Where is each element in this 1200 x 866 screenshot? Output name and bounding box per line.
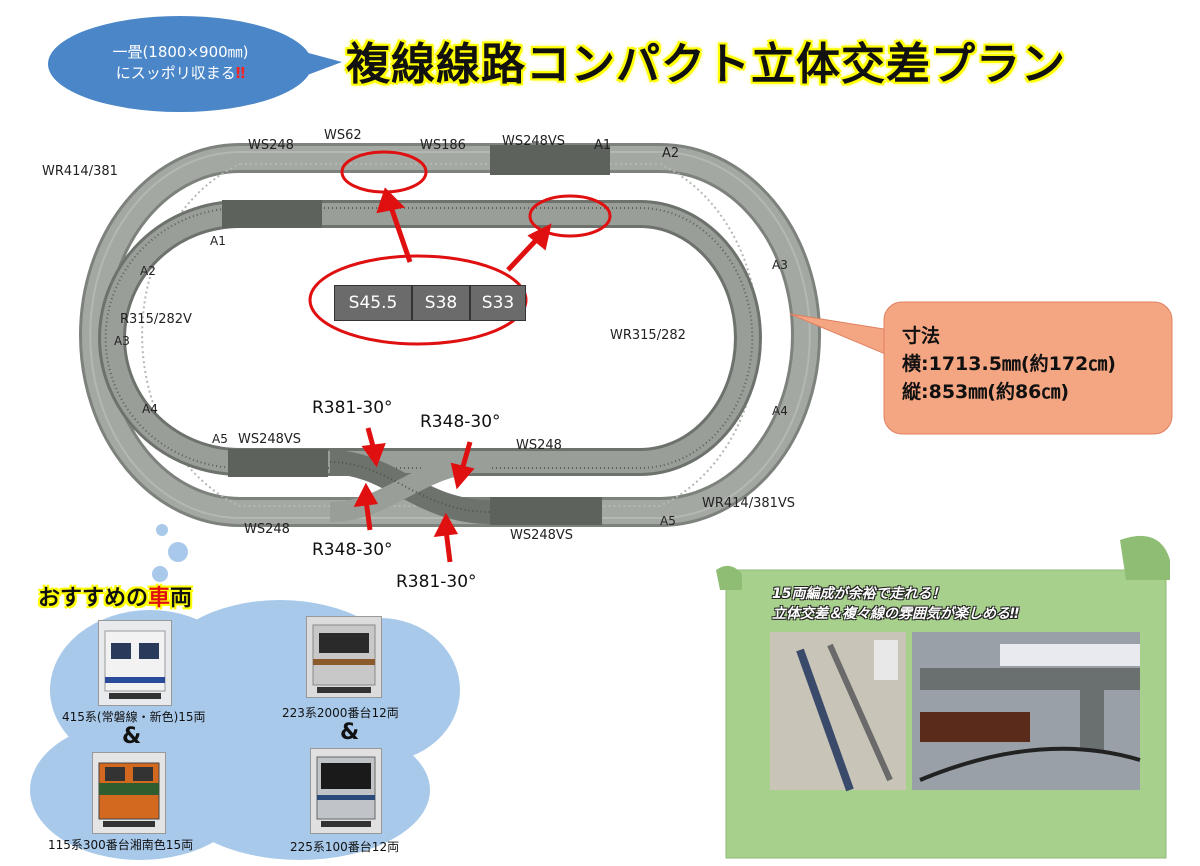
label-a4-left: A4 bbox=[142, 402, 158, 416]
train-415-image bbox=[98, 620, 172, 706]
label-ws186: WS186 bbox=[420, 138, 466, 153]
label-ws248-top: WS248 bbox=[248, 138, 294, 153]
viaduct-segments bbox=[222, 145, 610, 525]
label-a1-inner: A1 bbox=[210, 234, 226, 248]
recommend-title: おすすめの車両 bbox=[38, 580, 192, 612]
recommend-title-pre: おすすめの bbox=[38, 586, 149, 611]
label-a5-right: A5 bbox=[660, 514, 676, 528]
scroll-line1: 15両編成が余裕で走れる！ bbox=[772, 586, 946, 602]
piece-s38: S38 bbox=[412, 285, 470, 321]
label-a2-inner: A2 bbox=[140, 264, 156, 278]
recommend-title-post: 両 bbox=[170, 586, 193, 611]
train-223-image bbox=[306, 616, 382, 698]
ampersand-left: & bbox=[122, 724, 142, 749]
label-wr315-282: WR315/282 bbox=[610, 328, 686, 343]
recommend-title-red: 車 bbox=[148, 586, 171, 611]
crossover bbox=[329, 450, 491, 524]
label-r315-282v: R315/282V bbox=[120, 312, 192, 327]
piece-s33: S33 bbox=[470, 285, 526, 321]
photo-right bbox=[912, 632, 1141, 790]
curve-r381-upper: R381-30° bbox=[312, 398, 393, 418]
curve-r348-upper: R348-30° bbox=[420, 412, 501, 432]
label-ws248-bottom-right: WS248 bbox=[516, 438, 562, 453]
bubble-text: 一畳(1800×900㎜) にスッポリ収まる‼ bbox=[78, 42, 283, 84]
label-a1-top: A1 bbox=[594, 138, 612, 153]
dimensions-width: 横:1713.5㎜(約172㎝) bbox=[902, 353, 1116, 375]
train-caption-225: 225系100番台12両 bbox=[290, 840, 400, 854]
curve-r348-lower: R348-30° bbox=[312, 540, 393, 560]
label-a5-left: A5 bbox=[212, 432, 228, 446]
train-225-image bbox=[310, 748, 382, 834]
speech-bubble bbox=[48, 16, 342, 112]
scroll-line2: 立体交差＆複々線の雰囲気が楽しめる‼ bbox=[772, 606, 1019, 622]
highlight-arrows bbox=[376, 187, 552, 272]
label-ws62: WS62 bbox=[324, 128, 362, 143]
scroll-text: 15両編成が余裕で走れる！ 立体交差＆複々線の雰囲気が楽しめる‼ bbox=[772, 584, 1019, 624]
ampersand-right: & bbox=[340, 720, 360, 745]
label-ws248vs-bottom-right: WS248VS bbox=[510, 528, 574, 543]
bubble-line1: 一畳(1800×900㎜) bbox=[112, 43, 249, 61]
dimensions-depth: 縦:853㎜(約86㎝) bbox=[902, 381, 1070, 403]
label-a3-right: A3 bbox=[772, 258, 788, 272]
label-wr414-381vs: WR414/381VS bbox=[702, 496, 796, 511]
train-caption-415: 415系(常磐線・新色)15両 bbox=[62, 710, 206, 724]
train-caption-115: 115系300番台湘南色15両 bbox=[48, 838, 194, 852]
label-ws248vs-bottom-left: WS248VS bbox=[238, 432, 302, 447]
label-wr414-381: WR414/381 bbox=[42, 164, 118, 179]
train-caption-223: 223系2000番台12両 bbox=[282, 706, 399, 720]
bubble-mark: ‼ bbox=[235, 64, 246, 82]
dimensions-text: 寸法 横:1713.5㎜(約172㎝) 縦:853㎜(約86㎝) bbox=[902, 322, 1116, 406]
train-115-image bbox=[92, 752, 166, 834]
curve-r381-lower: R381-30° bbox=[396, 572, 477, 592]
label-a4-right: A4 bbox=[772, 404, 788, 418]
label-ws248vs-top: WS248VS bbox=[502, 134, 566, 149]
label-a3-left: A3 bbox=[114, 334, 130, 348]
bubble-line2: にスッポリ収まる bbox=[115, 64, 236, 82]
dimensions-callout bbox=[789, 301, 1173, 435]
photo-left bbox=[770, 632, 906, 792]
dimensions-heading: 寸法 bbox=[902, 325, 941, 347]
curve-arrows bbox=[353, 427, 475, 563]
label-a2-top: A2 bbox=[662, 146, 680, 161]
page-title: 複線線路コンパクト立体交差プラン bbox=[346, 39, 1066, 90]
label-ws248-bottom-left: WS248 bbox=[244, 522, 290, 537]
piece-s45-5: S45.5 bbox=[334, 285, 412, 321]
